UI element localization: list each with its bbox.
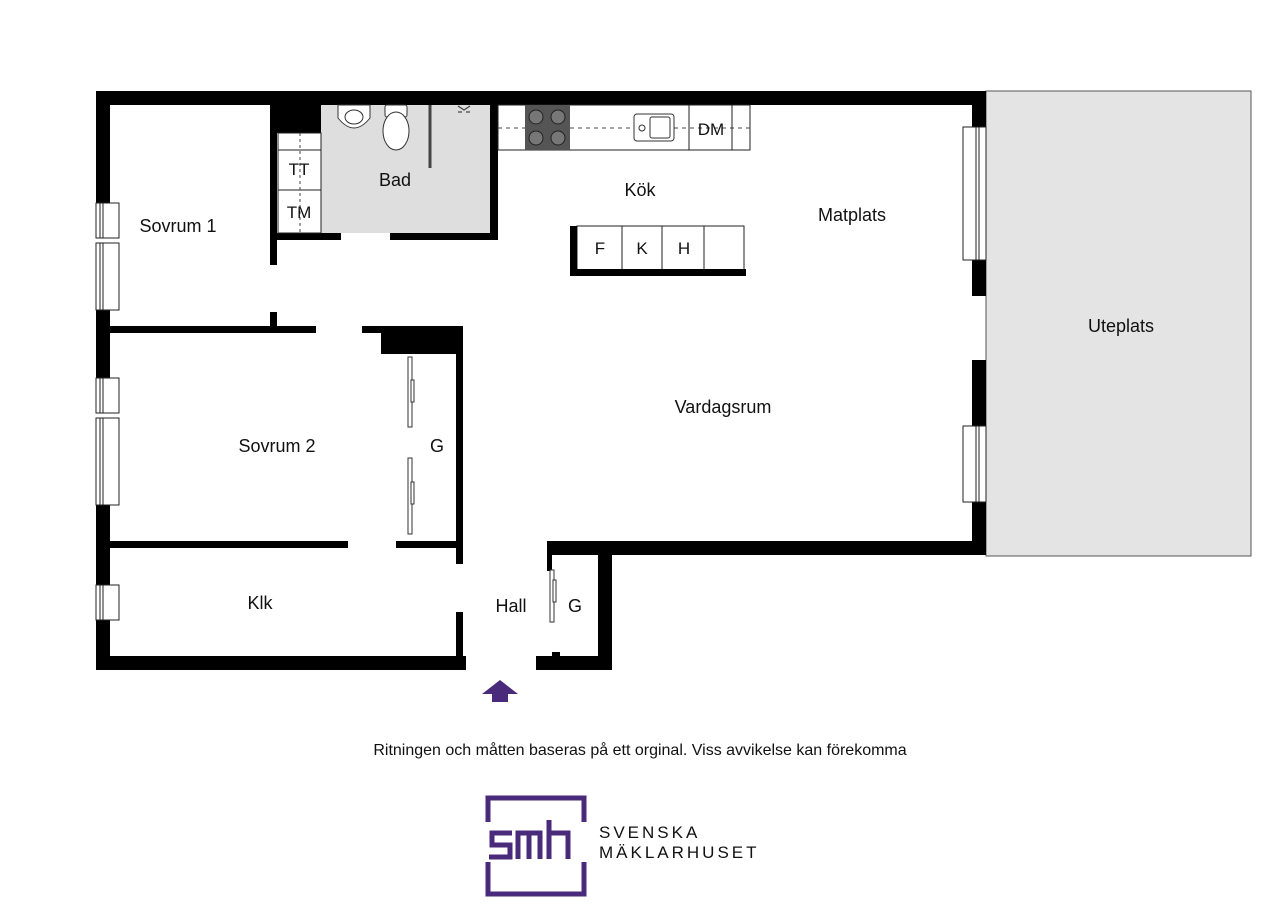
room-label-matplats: Matplats — [818, 205, 886, 225]
windows — [95, 126, 987, 621]
fixture-label-tm: TM — [287, 203, 312, 222]
wardrobe-doors — [407, 356, 557, 623]
room-label-kok: Kök — [624, 180, 656, 200]
sink-icon — [633, 113, 675, 142]
disclaimer-text: Ritningen och måtten baseras på ett orgi… — [373, 742, 907, 759]
room-label-klk: Klk — [247, 593, 273, 613]
brand-logo: SVENSKA MÄKLARHUSET — [478, 795, 760, 897]
patio-area — [985, 90, 1252, 557]
brand-line-2: MÄKLARHUSET — [599, 843, 760, 862]
washbasin-icon — [337, 104, 371, 129]
fixture-label-f: F — [595, 239, 605, 258]
kitchen-island — [570, 225, 746, 276]
room-label-sovrum2: Sovrum 2 — [238, 436, 315, 456]
room-label-garderob-2: G — [568, 596, 582, 616]
room-label-hall: Hall — [495, 596, 526, 616]
fixture-label-tt: TT — [289, 160, 310, 179]
shower-icon — [428, 105, 471, 168]
fixture-label-k: K — [636, 239, 648, 258]
entrance-arrow-icon — [482, 680, 518, 702]
toilet-icon — [382, 104, 410, 151]
room-label-garderob-1: G — [430, 436, 444, 456]
stove-icon — [525, 105, 570, 150]
fixture-label-dm: DM — [698, 120, 724, 139]
walls — [96, 91, 986, 670]
bath-machines — [277, 132, 322, 234]
room-label-bad: Bad — [379, 170, 411, 190]
room-label-vardagsrum: Vardagsrum — [675, 397, 772, 417]
fixture-label-h: H — [678, 239, 690, 258]
room-label-uteplats: Uteplats — [1088, 316, 1154, 336]
brand-line-1: SVENSKA — [599, 823, 700, 842]
room-label-sovrum1: Sovrum 1 — [139, 216, 216, 236]
